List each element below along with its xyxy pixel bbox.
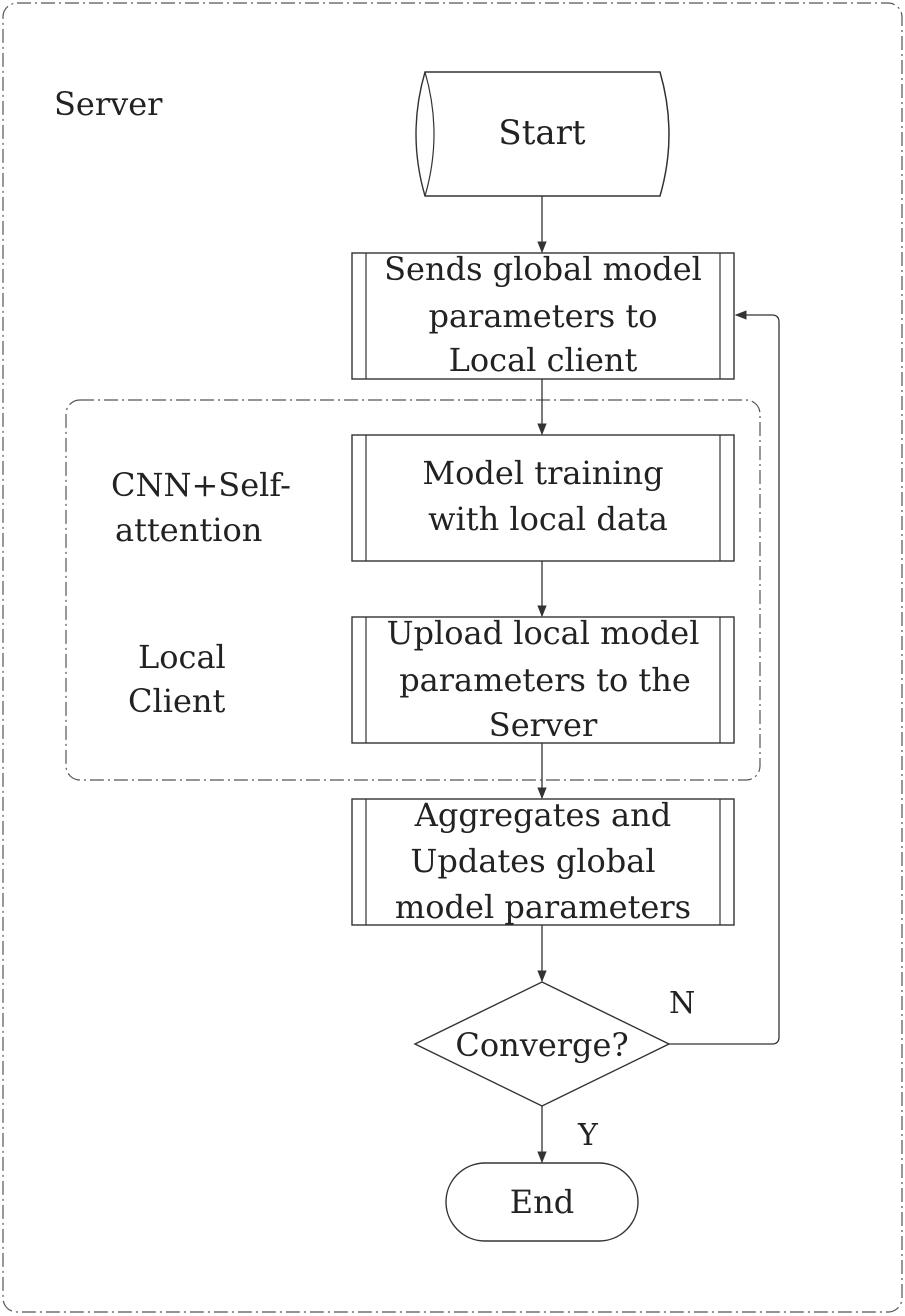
train-text-line2: with local data xyxy=(428,500,668,538)
converge-decision-node: Converge? xyxy=(413,981,671,1107)
client-model-label-line2: attention xyxy=(115,511,262,549)
start-text: Start xyxy=(498,113,585,153)
train-text-line1: Model training xyxy=(422,454,663,492)
upload-text-line2: parameters to the xyxy=(399,661,691,699)
server-label: Server xyxy=(54,85,163,123)
yes-edge-label: Y xyxy=(577,1118,599,1153)
upload-text-line3: Server xyxy=(489,706,598,744)
start-node: Start xyxy=(415,71,670,197)
decision-text: Converge? xyxy=(455,1026,628,1064)
send-text-line2: parameters to xyxy=(428,297,657,335)
end-text: End xyxy=(510,1183,574,1221)
send-text-line1: Sends global model xyxy=(384,250,702,288)
model-training-node: Model training with local data xyxy=(351,434,735,562)
upload-parameters-node: Upload local model parameters to the Ser… xyxy=(351,614,735,744)
upload-text-line1: Upload local model xyxy=(387,614,700,652)
aggregate-text-line1: Aggregates and xyxy=(414,796,671,834)
client-model-label-line1: CNN+Self- xyxy=(111,466,291,504)
aggregate-text-line2: Updates global xyxy=(410,842,655,880)
local-client-label-line2: Client xyxy=(128,682,226,720)
no-edge-label: N xyxy=(669,986,695,1021)
aggregate-text-line3: model parameters xyxy=(395,888,691,926)
send-parameters-node: Sends global model parameters to Local c… xyxy=(351,250,735,380)
local-client-label-line1: Local xyxy=(138,638,226,676)
send-text-line3: Local client xyxy=(449,341,638,379)
aggregate-node: Aggregates and Updates global model para… xyxy=(351,796,735,926)
arrow-no-loop-back xyxy=(669,310,780,1045)
end-node: End xyxy=(445,1162,639,1242)
local-client-container xyxy=(65,399,761,781)
